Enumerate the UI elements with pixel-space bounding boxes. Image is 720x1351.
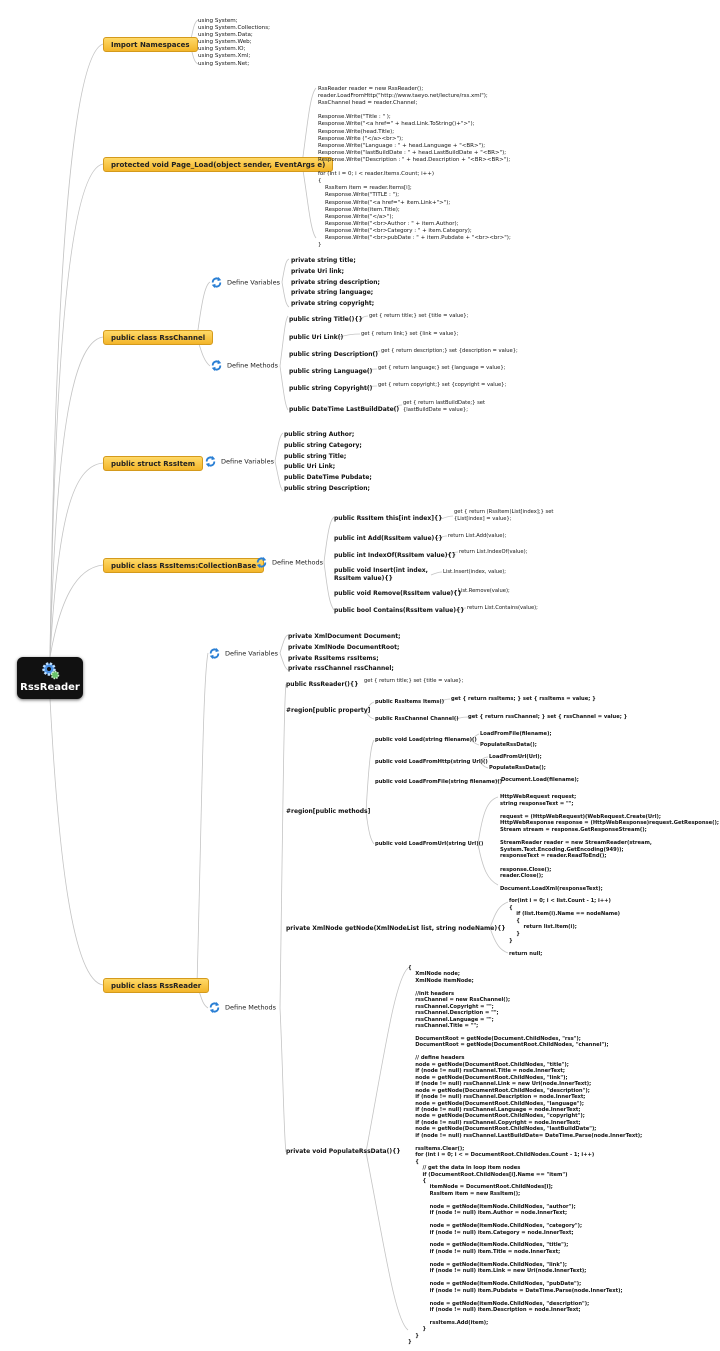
- channel-method-sig: public Uri Link(): [289, 334, 344, 341]
- topic-page-load[interactable]: protected void Page_Load(object sender, …: [103, 157, 334, 172]
- rssitems-method-sig: public int Add(RssItem value){}: [334, 535, 443, 542]
- rssitem-field: public string Author;: [284, 431, 355, 438]
- rssitem-field-list: public string Author; public string Cate…: [284, 430, 372, 495]
- reader-var: private rssChannel rssChannel;: [288, 665, 394, 673]
- rssitems-method-body: List.Remove(value);: [458, 588, 510, 594]
- rssitems-method-sig: public bool Contains(RssItem value){}: [334, 607, 465, 614]
- rssitem-define-variables[interactable]: Define Variables: [204, 455, 274, 468]
- root-label: RssReader: [20, 682, 80, 693]
- refresh-icon: [211, 359, 222, 372]
- rsschannel-define-methods[interactable]: Define Methods: [210, 359, 278, 372]
- method-load-body: LoadFromFile(filename);: [480, 731, 552, 737]
- sub-label: Define Variables: [227, 278, 280, 287]
- rssitems-method-sig: public RssItem this[int index]{}: [334, 515, 443, 522]
- channel-method-sig: public DateTime LastBuildDate(): [289, 406, 400, 413]
- refresh-icon: [256, 556, 267, 569]
- rssreader-define-variables[interactable]: Define Variables: [208, 647, 278, 660]
- method-url-body: HttpWebRequest request; string responseT…: [500, 794, 719, 893]
- method-load-body: PopulateRssData();: [480, 742, 537, 748]
- refresh-icon: [205, 455, 216, 468]
- rssitem-field: public string Title;: [284, 452, 347, 460]
- channel-method-body: get { return lastBuildDate;} set {lastBu…: [403, 400, 486, 413]
- refresh-icon: [209, 647, 220, 660]
- reader-var: private XmlNode DocumentRoot;: [288, 643, 400, 651]
- pageload-code: RssReader reader = new RssReader(); read…: [318, 86, 511, 249]
- channel-method-sig: public string Title(){}: [289, 316, 363, 323]
- rssitems-method-sig: public int IndexOf(RssItem value){}: [334, 552, 457, 559]
- rssitem-field: public DateTime Pubdate;: [284, 474, 372, 482]
- rssitem-field: public Uri Link;: [284, 463, 336, 471]
- channel-method-sig: public string Copyright(): [289, 385, 373, 392]
- method-url-sig: public void LoadFromUrl(string Url)(): [375, 841, 484, 847]
- rssitems-method-body: get { return (RssItem)List[index];} set …: [454, 509, 554, 522]
- channel-method-body: get { return language;} set {language = …: [378, 365, 506, 371]
- getnode-sig: private XmlNode getNode(XmlNodeList list…: [286, 925, 506, 932]
- rsschannel-define-variables[interactable]: Define Variables: [210, 276, 280, 289]
- channel-var: private string title;: [291, 257, 356, 264]
- refresh-icon: [211, 276, 222, 289]
- channel-method-sig: public string Language(): [289, 368, 373, 375]
- rssitems-method-body: return List.Add(value);: [448, 533, 507, 539]
- channel-var-list: private string title; private Uri link; …: [291, 256, 380, 310]
- method-http-body: LoadFromUrl(Url);: [489, 754, 542, 760]
- sub-label: Define Methods: [272, 558, 324, 567]
- method-file-body: Document.Load(filename);: [501, 777, 579, 783]
- rssitem-field: public string Category;: [284, 441, 362, 449]
- channel-method-sig: public string Description(): [289, 351, 379, 358]
- ctor-sig: public RssReader(){}: [286, 681, 359, 688]
- topic-import-namespaces[interactable]: Import Namespaces: [103, 37, 198, 52]
- region-methods: #region[public methods]: [286, 808, 371, 815]
- rssitem-field: public string Description;: [284, 484, 370, 492]
- prop-items-sig: public RssItems Items(): [375, 699, 445, 705]
- method-file-sig: public void LoadFromFile(string filename…: [375, 779, 503, 785]
- topic-rss-channel[interactable]: public class RssChannel: [103, 330, 214, 345]
- import-code: using System; using System.Collections; …: [198, 18, 270, 67]
- prop-items-body: get { return rssItems; } set { rssItems …: [451, 696, 596, 702]
- region-property: #region[public property]: [286, 707, 371, 714]
- sub-label: Define Variables: [225, 649, 278, 658]
- rssitems-method-sig: public void Remove(RssItem value){}: [334, 590, 462, 597]
- channel-var: private string description;: [291, 278, 380, 286]
- method-http-body: PopulateRssData();: [489, 765, 546, 771]
- method-load-sig: public void Load(string filename)(): [375, 737, 477, 743]
- rssitems-method-body: return List.IndexOf(value);: [459, 549, 528, 555]
- reader-var-list: private XmlDocument Document; private Xm…: [288, 632, 401, 675]
- channel-method-body: get { return link;} set {link = value};: [361, 331, 459, 337]
- populate-body: { XmlNode node; XmlNode itemNode; //init…: [408, 965, 643, 1346]
- rssreader-define-methods[interactable]: Define Methods: [208, 1001, 276, 1014]
- channel-method-body: get { return copyright;} set {copyright …: [378, 382, 507, 388]
- rssitems-method-body: List.Insert(index, value);: [443, 569, 507, 575]
- rssitems-define-methods[interactable]: Define Methods: [255, 556, 323, 569]
- prop-channel-sig: public RssChannel Channel(): [375, 716, 459, 722]
- channel-method-body: get { return description;} set {descript…: [381, 348, 518, 354]
- sub-label: Define Variables: [221, 457, 274, 466]
- method-http-sig: public void LoadFromHttp(string Url)(): [375, 759, 488, 765]
- channel-var: private string copyright;: [291, 300, 375, 308]
- topic-rss-items[interactable]: public class RssItems:CollectionBase: [103, 558, 265, 573]
- sub-label: Define Methods: [225, 1003, 277, 1012]
- root-node[interactable]: RssReader: [17, 657, 83, 699]
- topic-rss-item[interactable]: public struct RssItem: [103, 456, 203, 471]
- channel-var: private string language;: [291, 289, 374, 297]
- getnode-body: for(int i = 0; i < list.Count - 1; i++) …: [509, 898, 621, 957]
- gears-icon: [42, 662, 60, 680]
- populate-sig: private void PopulateRssData(){}: [286, 1148, 401, 1155]
- reader-var: private RssItems rssItems;: [288, 654, 379, 662]
- ctor-body: get { return title;} set {title = value}…: [364, 678, 464, 684]
- channel-var: private Uri link;: [291, 267, 345, 275]
- refresh-icon: [209, 1001, 220, 1014]
- sub-label: Define Methods: [227, 361, 279, 370]
- rssitems-method-body: return List.Contains(value);: [467, 605, 538, 611]
- prop-channel-body: get { return rssChannel; } set { rssChan…: [468, 714, 628, 720]
- channel-method-body: get { return title;} set {title = value}…: [369, 313, 469, 319]
- rssitems-method-sig: public void Insert(int index, RssItem va…: [334, 567, 428, 582]
- reader-var: private XmlDocument Document;: [288, 633, 401, 640]
- topic-rss-reader[interactable]: public class RssReader: [103, 978, 210, 993]
